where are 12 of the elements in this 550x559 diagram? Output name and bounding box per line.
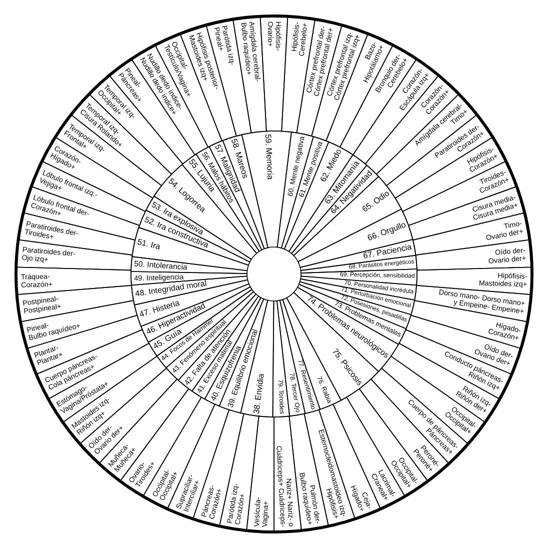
wheel-sector — [245, 415, 276, 533]
sector-label: 66. Orgullo — [366, 220, 408, 244]
wheel-sector — [15, 266, 133, 296]
wheel-sector — [414, 238, 533, 272]
sector-label: 65. Odio — [360, 190, 392, 216]
wheel-sector — [259, 15, 289, 133]
wheel-sector — [271, 299, 291, 418]
sector-label: 67. Paciencia — [362, 244, 413, 261]
sector-label: 51. Ira — [136, 238, 162, 252]
sector-label: 59. Memoria — [262, 133, 274, 180]
sector-label: 38. Envidia — [252, 372, 266, 414]
wheel-sector — [15, 238, 134, 272]
